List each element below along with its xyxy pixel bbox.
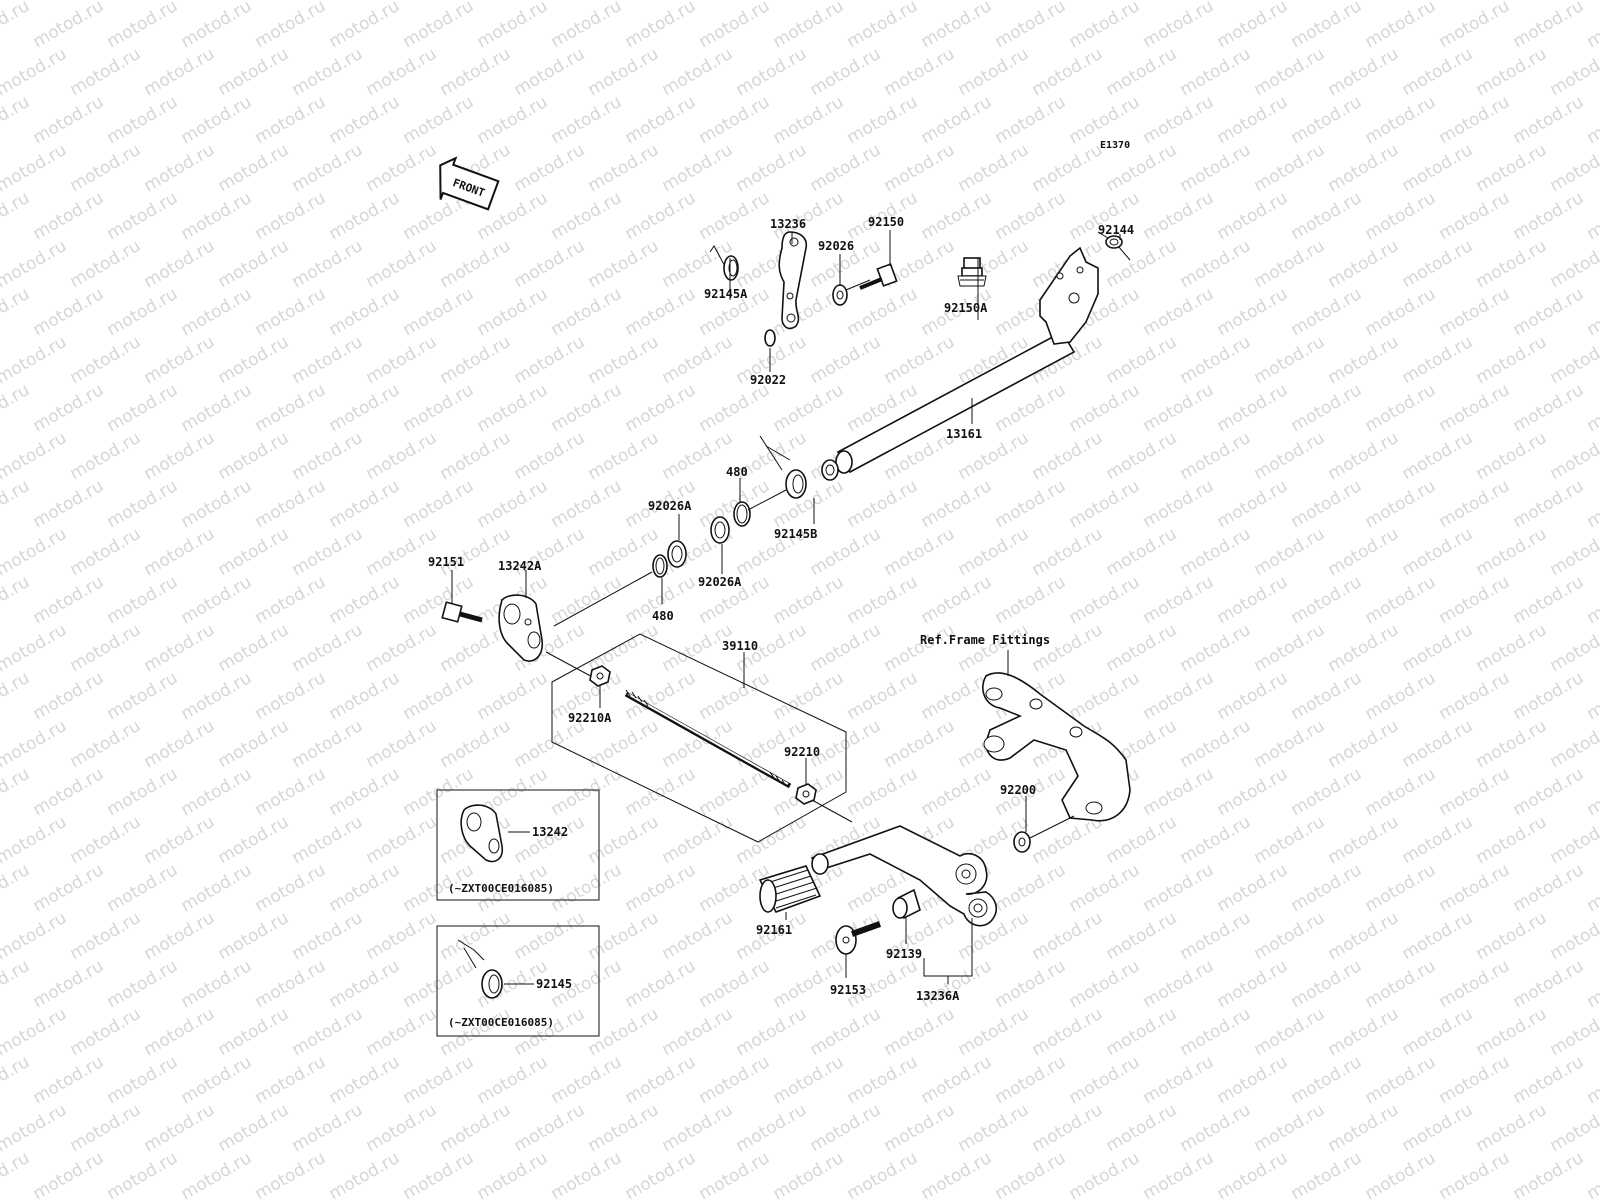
inset-box-13242 bbox=[436, 789, 600, 901]
bolt-92151-drawing bbox=[441, 601, 483, 623]
label-92145A: 92145A bbox=[704, 287, 748, 301]
axis-line-mid bbox=[747, 489, 787, 511]
bolt-92150-drawing bbox=[845, 263, 898, 291]
spring-92145A-drawing bbox=[709, 245, 739, 281]
washer-92026A-upper-drawing bbox=[710, 516, 730, 544]
label-92150: 92150 bbox=[868, 215, 904, 229]
label-92022: 92022 bbox=[750, 373, 786, 387]
washer-92022-drawing bbox=[764, 329, 776, 347]
tie-rod-axis-left bbox=[545, 651, 599, 681]
circlip-480-upper-drawing bbox=[733, 501, 751, 527]
shift-pedal-13236A-drawing bbox=[810, 825, 998, 927]
shift-shaft-13161-drawing bbox=[821, 246, 1099, 481]
inset1-serial-note: (~ZXT00CE016085) bbox=[448, 882, 554, 895]
circlip-480-lower-drawing bbox=[652, 554, 668, 578]
axis-line-lower bbox=[553, 571, 653, 627]
label-480-top: 480 bbox=[726, 465, 748, 479]
frame-fitting-bracket-drawing bbox=[982, 650, 1131, 822]
inset-joint-13242-drawing bbox=[460, 804, 504, 863]
tie-rod-39110-drawing bbox=[624, 689, 792, 789]
front-arrow-icon: FRONT bbox=[439, 156, 500, 211]
spring-92145B-drawing bbox=[759, 435, 807, 499]
ref-frame-fittings-note: Ref.Frame Fittings bbox=[920, 633, 1050, 647]
nut-92210-drawing bbox=[795, 783, 817, 805]
label-92150A: 92150A bbox=[944, 301, 988, 315]
diagram-code: E1370 bbox=[1100, 140, 1130, 151]
label-92026A-top: 92026A bbox=[648, 499, 692, 513]
pin-92150A-drawing bbox=[957, 257, 987, 287]
label-13236A: 13236A bbox=[916, 989, 960, 1003]
tie-rod-axis-right bbox=[811, 799, 853, 823]
label-13236: 13236 bbox=[770, 217, 806, 231]
part-labels: 13236 92150 92026 92145A 92022 92144 921… bbox=[428, 215, 1134, 1029]
rod-joint-13242A-drawing bbox=[498, 594, 544, 662]
label-92139: 92139 bbox=[886, 947, 922, 961]
label-92151: 92151 bbox=[428, 555, 464, 569]
label-92200: 92200 bbox=[1000, 783, 1036, 797]
pedal-rubber-92161-drawing bbox=[758, 865, 822, 913]
label-480-bottom: 480 bbox=[652, 609, 674, 623]
leader-lines bbox=[451, 230, 1121, 985]
inset-box-92145 bbox=[436, 925, 600, 1037]
label-92210A: 92210A bbox=[568, 711, 612, 725]
inset-spring-92145-drawing bbox=[457, 939, 503, 999]
label-92153: 92153 bbox=[830, 983, 866, 997]
label-92026: 92026 bbox=[818, 239, 854, 253]
spring-92144-drawing bbox=[1097, 231, 1131, 261]
bolt-92153-drawing bbox=[835, 921, 882, 955]
inset2-part-label: 92145 bbox=[536, 977, 572, 991]
washer-92026A-lower-drawing bbox=[667, 540, 687, 568]
pivot-axis-line bbox=[1029, 815, 1075, 839]
label-39110: 39110 bbox=[722, 639, 758, 653]
label-92144: 92144 bbox=[1098, 223, 1134, 237]
label-13242A: 13242A bbox=[498, 559, 542, 573]
inset2-serial-note: (~ZXT00CE016085) bbox=[448, 1016, 554, 1029]
label-92210: 92210 bbox=[784, 745, 820, 759]
tie-rod-group-box bbox=[551, 633, 847, 843]
shift-lever-13236-drawing bbox=[778, 231, 808, 330]
label-13161: 13161 bbox=[946, 427, 982, 441]
label-92161: 92161 bbox=[756, 923, 792, 937]
label-92026A-bottom: 92026A bbox=[698, 575, 742, 589]
washer-92200-drawing bbox=[1013, 831, 1031, 853]
nut-92210A-drawing bbox=[589, 665, 611, 687]
label-92145B: 92145B bbox=[774, 527, 817, 541]
inset1-part-label: 13242 bbox=[532, 825, 568, 839]
washer-92026-drawing bbox=[832, 284, 848, 306]
collar-92139-drawing bbox=[892, 888, 921, 920]
